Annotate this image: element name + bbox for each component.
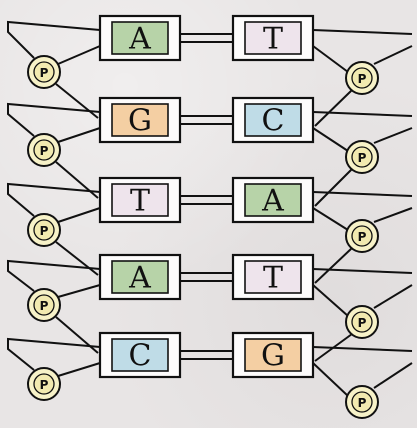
right-backbone-upper xyxy=(312,29,413,35)
right-backbone-upper xyxy=(312,268,413,274)
left-backbone-upper xyxy=(7,102,101,137)
phosphate-label: P xyxy=(40,66,49,80)
right-phosphate: P xyxy=(345,305,379,339)
right-base-letter: T xyxy=(263,261,283,296)
base-pair-row: G C P P xyxy=(7,96,413,207)
right-backbone-upper xyxy=(312,346,413,352)
right-phosphate: P xyxy=(345,140,379,174)
right-backbone-to-edge xyxy=(373,45,413,65)
left-phosphate: P xyxy=(27,55,61,89)
left-base-letter: A xyxy=(128,22,151,57)
phosphate-label: P xyxy=(358,151,367,165)
phosphate-inner-circle xyxy=(33,219,55,241)
left-phosphate: P xyxy=(27,288,61,322)
base-pair-row: A T P P xyxy=(7,253,413,362)
left-base-letter: G xyxy=(128,104,152,139)
right-phosphate: P xyxy=(345,61,379,95)
left-phosphate: P xyxy=(27,213,61,247)
right-phosphate: P xyxy=(345,385,379,419)
phosphate-label: P xyxy=(40,378,49,392)
left-base-letter: A xyxy=(128,261,151,296)
right-backbone-upper xyxy=(312,111,413,117)
left-backbone-link xyxy=(55,241,99,276)
left-base-letter: T xyxy=(130,184,150,219)
right-backbone-lower xyxy=(312,207,349,231)
base-pair-row: C G P P xyxy=(7,331,413,419)
right-backbone-upper xyxy=(312,191,413,197)
left-base-letter: C xyxy=(129,339,152,374)
left-backbone-upper xyxy=(7,20,101,59)
left-base-fill xyxy=(111,103,169,137)
left-phosphate: P xyxy=(27,367,61,401)
left-backbone-lower xyxy=(57,284,101,298)
right-backbone-link xyxy=(314,89,353,127)
right-backbone-link xyxy=(314,168,353,207)
left-base-fill xyxy=(111,183,169,217)
right-base-letter: A xyxy=(261,184,284,219)
phosphate-inner-circle xyxy=(33,373,55,395)
right-backbone-to-edge xyxy=(373,362,413,389)
right-backbone-lower xyxy=(312,45,349,73)
left-base-fill xyxy=(111,338,169,372)
left-backbone-link xyxy=(55,161,99,199)
left-backbone-link xyxy=(55,83,99,119)
right-backbone-lower xyxy=(312,362,349,397)
phosphate-inner-circle xyxy=(33,61,55,83)
phosphate-label: P xyxy=(40,224,49,238)
base-pair-row: A T P P xyxy=(7,14,413,127)
right-backbone-lower xyxy=(312,284,349,317)
right-base-fill xyxy=(244,338,302,372)
right-base-fill xyxy=(244,21,302,55)
phosphate-label: P xyxy=(358,396,367,410)
left-backbone-upper xyxy=(7,259,101,292)
right-backbone-to-edge xyxy=(373,284,413,309)
right-phosphate: P xyxy=(345,219,379,253)
right-backbone-to-edge xyxy=(373,207,413,223)
base-pair-row: T A P P xyxy=(7,176,413,284)
right-base-letter: C xyxy=(262,104,285,139)
phosphate-label: P xyxy=(40,299,49,313)
phosphate-inner-circle xyxy=(33,139,55,161)
left-backbone-lower xyxy=(57,127,101,143)
right-base-letter: T xyxy=(263,22,283,57)
phosphate-inner-circle xyxy=(351,146,373,168)
right-backbone-to-edge xyxy=(373,127,413,144)
left-backbone-link xyxy=(55,316,99,354)
phosphate-inner-circle xyxy=(351,225,373,247)
left-backbone-lower xyxy=(57,362,101,377)
left-backbone-upper xyxy=(7,337,101,371)
dna-structure: A T P P G C P P T A P P A T P P C G P P xyxy=(7,14,413,419)
right-base-fill xyxy=(244,103,302,137)
phosphate-inner-circle xyxy=(351,67,373,89)
phosphate-label: P xyxy=(358,72,367,86)
right-base-letter: G xyxy=(261,339,285,374)
left-backbone-lower xyxy=(57,207,101,223)
right-backbone-link xyxy=(314,247,353,284)
phosphate-inner-circle xyxy=(33,294,55,316)
phosphate-label: P xyxy=(358,316,367,330)
right-base-fill xyxy=(244,260,302,294)
left-phosphate: P xyxy=(27,133,61,167)
left-backbone-lower xyxy=(57,45,101,65)
right-base-fill xyxy=(244,183,302,217)
phosphate-label: P xyxy=(40,144,49,158)
phosphate-label: P xyxy=(358,230,367,244)
left-base-fill xyxy=(111,21,169,55)
left-backbone-upper xyxy=(7,182,101,217)
phosphate-inner-circle xyxy=(351,311,373,333)
left-base-fill xyxy=(111,260,169,294)
phosphate-inner-circle xyxy=(351,391,373,413)
right-backbone-lower xyxy=(312,127,349,152)
